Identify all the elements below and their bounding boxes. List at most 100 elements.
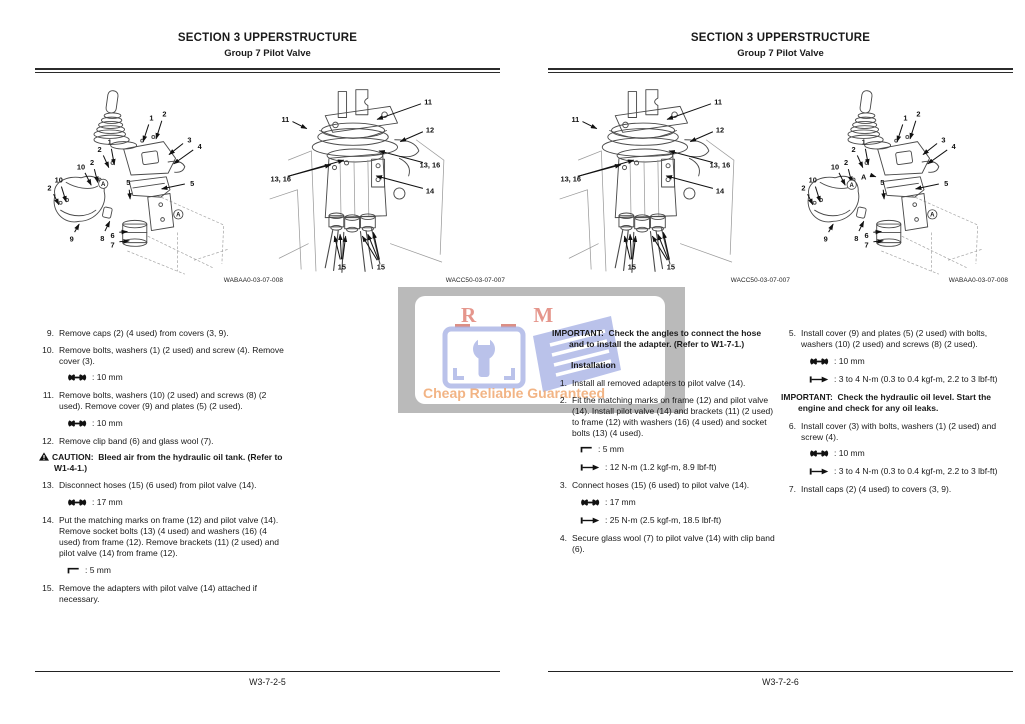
callout-arrow bbox=[838, 172, 846, 186]
figure-line-art bbox=[53, 89, 229, 275]
callout-label: 4 bbox=[952, 142, 957, 151]
callout-arrow bbox=[909, 120, 917, 140]
callout-arrow bbox=[102, 155, 110, 169]
step-text: Remove bolts, washers (1) (2 used) and s… bbox=[59, 344, 284, 366]
callout-label: 7 bbox=[864, 240, 868, 249]
important-label: IMPORTANT: bbox=[552, 328, 604, 338]
tool-spec: : 3 to 4 N-m (0.3 to 0.4 kgf-m, 2.2 to 3… bbox=[809, 466, 1011, 477]
callout-arrow bbox=[814, 186, 821, 203]
callout-label: 7 bbox=[110, 240, 114, 249]
callout-arrow bbox=[881, 189, 886, 200]
callout-label: 10 bbox=[55, 175, 63, 184]
wrench-icon bbox=[67, 498, 87, 507]
procedure-step: 3.Connect hoses (15) (6 used) to pilot v… bbox=[552, 480, 777, 491]
page-number: W3-7-2-6 bbox=[762, 677, 799, 687]
manual-page-right: SECTION 3 UPPERSTRUCTURE Group 7 Pilot V… bbox=[548, 0, 1013, 724]
watermark-tagline: Cheap Reliable Guaranteed bbox=[423, 385, 605, 401]
watermark-letters: R M bbox=[461, 303, 579, 327]
figure-caption: WABAA0-03-07-008 bbox=[223, 277, 283, 284]
wrench-icon bbox=[809, 357, 829, 366]
callout-arrow bbox=[104, 220, 111, 232]
procedure-column: 5.Install cover (9) and plates (5) (2 us… bbox=[781, 328, 1011, 501]
callout-arrow bbox=[666, 103, 712, 120]
callout-arrow bbox=[110, 148, 116, 166]
step-number: 7. bbox=[788, 484, 796, 495]
callout-arrow bbox=[628, 233, 633, 260]
callout-arrow bbox=[127, 189, 132, 200]
tool-spec: : 10 mm bbox=[809, 356, 1011, 367]
callout-arrow bbox=[168, 143, 184, 155]
callout-label: 9 bbox=[70, 235, 74, 244]
callout-arrow bbox=[338, 233, 343, 260]
procedure-step: 13.Disconnect hoses (15) (6 used) from p… bbox=[39, 480, 287, 491]
step-text: Remove bolts, washers (10) (2 used) and … bbox=[59, 390, 267, 412]
callout-label: 2 bbox=[162, 110, 166, 119]
spec-text: : 12 N-m (1.2 kgf-m, 8.9 lbf-ft) bbox=[605, 462, 717, 473]
callout-arrow bbox=[662, 231, 670, 260]
spec-text: : 10 mm bbox=[834, 355, 865, 366]
callout-arrow bbox=[668, 150, 714, 163]
callout-label: 13, 16 bbox=[560, 174, 581, 183]
figure-line-art bbox=[559, 89, 735, 273]
hex-icon bbox=[67, 566, 80, 575]
procedure-column: IMPORTANT: Check the angles to connect t… bbox=[552, 328, 777, 561]
caution-label: CAUTION: bbox=[52, 452, 94, 463]
callout-label: A bbox=[850, 183, 855, 189]
torque-icon bbox=[809, 467, 829, 476]
callout-label: 3 bbox=[187, 136, 191, 145]
group-title: Group 7 Pilot Valve bbox=[224, 48, 311, 59]
callout-label: 5 bbox=[944, 179, 948, 188]
callout-label: 2 bbox=[916, 110, 920, 119]
callout-arrow bbox=[375, 175, 424, 189]
step-number: 2. bbox=[559, 394, 567, 405]
callout-arrow bbox=[333, 235, 341, 260]
callout-arrow bbox=[657, 233, 669, 260]
callout-arrow bbox=[74, 223, 80, 233]
callout-label: 6 bbox=[864, 231, 868, 240]
figure-line-art bbox=[269, 89, 445, 273]
step-text: Secure glass wool (7) to pilot valve (14… bbox=[572, 533, 775, 555]
callout-label: 14 bbox=[716, 187, 725, 196]
step-number: 15. bbox=[42, 582, 54, 593]
callout-label: 1 bbox=[903, 113, 907, 122]
callout-arrow bbox=[119, 229, 128, 235]
callout-label: 2 bbox=[90, 158, 94, 167]
callout-arrow bbox=[142, 124, 150, 143]
callout-arrow bbox=[287, 159, 345, 177]
torque-icon bbox=[580, 516, 600, 525]
callout-label: 5 bbox=[126, 178, 130, 187]
callout-arrow bbox=[632, 235, 638, 260]
callout-label: 2 bbox=[851, 145, 855, 154]
callout-label: 6 bbox=[110, 231, 114, 240]
procedure-step: 10.Remove bolts, washers (1) (2 used) an… bbox=[39, 345, 287, 367]
callout-label: 2 bbox=[97, 145, 101, 154]
wrench-icon bbox=[67, 419, 87, 428]
callout-circle bbox=[98, 178, 109, 189]
callout-label: 12 bbox=[426, 125, 434, 134]
callout-arrow bbox=[160, 183, 185, 190]
spec-text: : 10 mm bbox=[92, 417, 123, 428]
installation-heading: Installation bbox=[571, 360, 616, 371]
tool-spec: : 10 mm bbox=[67, 418, 287, 429]
header-rule bbox=[548, 68, 1013, 73]
callout-arrow bbox=[155, 120, 163, 140]
callout-label: A bbox=[176, 213, 181, 219]
step-number: 13. bbox=[42, 480, 54, 491]
callout-arrow bbox=[873, 229, 882, 235]
spec-text: : 3 to 4 N-m (0.3 to 0.4 kgf-m, 2.2 to 3… bbox=[834, 466, 998, 477]
page-header: SECTION 3 UPPERSTRUCTURE Group 7 Pilot V… bbox=[548, 32, 1013, 59]
callout-arrow bbox=[342, 235, 348, 260]
step-text: Remove caps (2) (4 used) from covers (3,… bbox=[59, 328, 229, 338]
warning-triangle-icon bbox=[39, 452, 49, 461]
callout-arrow bbox=[84, 172, 92, 186]
callout-arrow bbox=[623, 235, 631, 260]
procedure-step: 14.Put the matching marks on frame (12) … bbox=[39, 515, 287, 559]
step-text: Remove the adapters with pilot valve (14… bbox=[59, 582, 257, 604]
callout-label: 9 bbox=[824, 235, 828, 244]
spec-text: : 17 mm bbox=[92, 497, 123, 508]
callout-label: 11 bbox=[714, 98, 722, 107]
callout-label: 10 bbox=[831, 162, 839, 171]
figure-caption: WACC50-03-07-007 bbox=[445, 277, 505, 284]
